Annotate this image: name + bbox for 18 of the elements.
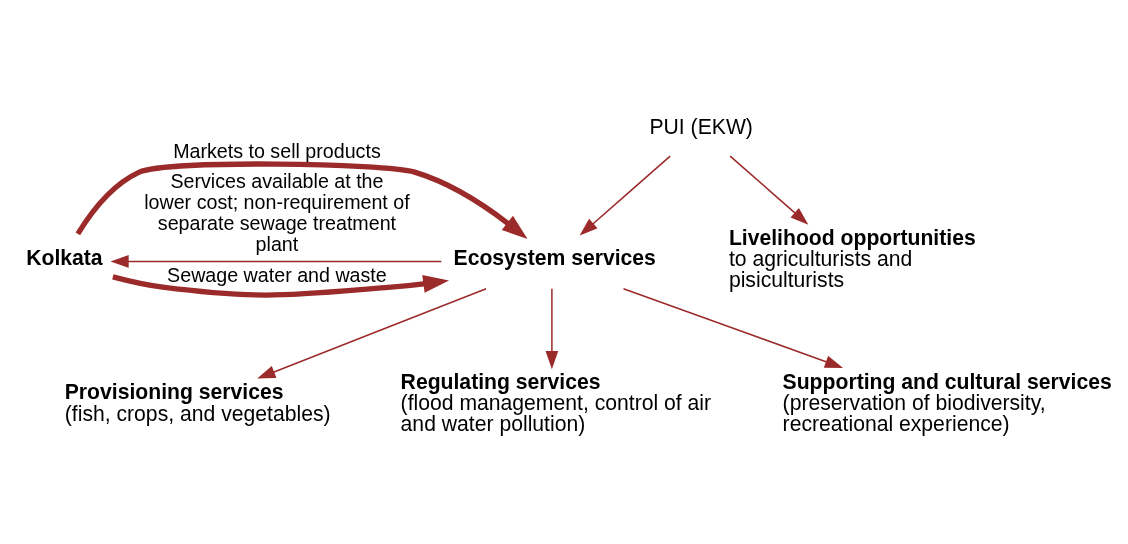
- arrow: [112, 274, 449, 298]
- arrow: [110, 255, 443, 268]
- edge-label: Markets to sell products: [173, 139, 381, 162]
- arrow: [257, 287, 487, 379]
- node-text: Kolkata: [26, 246, 103, 270]
- arrow: [622, 287, 844, 368]
- node-text: Regulating services (flood management, control of air and water pollution): [400, 369, 712, 436]
- arrow: [75, 161, 528, 239]
- edge-label: Sewage water and waste: [167, 263, 387, 286]
- arrow: [545, 287, 559, 370]
- node-text: Livelihood opportunities to agriculturists and pisiculturists: [728, 226, 976, 292]
- node-text: Ecosystem services: [453, 246, 656, 270]
- node-text: Supporting and cultural services (preservation of biodiversity, recreational experience): [782, 369, 1112, 436]
- arrow: [579, 155, 671, 236]
- node-text: PUI (EKW): [649, 114, 753, 138]
- arrow: [729, 155, 809, 225]
- edge-label: Services available at the lower cost; non-requirement of separate sewage treatment plant: [144, 169, 410, 256]
- node-text: Provisioning services (fish, crops, and vegetables): [64, 380, 331, 425]
